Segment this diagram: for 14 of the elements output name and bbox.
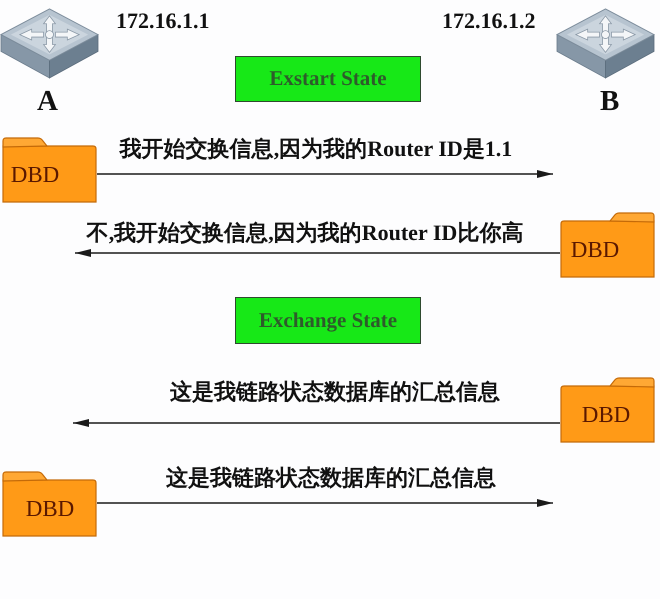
edge-label: 我开始交换信息,因为我的Router ID是1.1 xyxy=(120,136,512,162)
ip-address-label: 172.16.1.1 xyxy=(116,9,210,34)
arrow xyxy=(97,499,553,507)
edge-label: 这是我链路状态数据库的汇总信息 xyxy=(166,465,496,491)
ip-address-label: 172.16.1.2 xyxy=(442,9,536,34)
edge-label: 这是我链路状态数据库的汇总信息 xyxy=(170,379,500,405)
arrow xyxy=(97,170,553,178)
arrow xyxy=(75,249,560,257)
edge-label: 不,我开始交换信息,因为我的Router ID比你高 xyxy=(86,220,524,246)
router-name-label: B xyxy=(600,87,620,116)
arrow xyxy=(73,419,560,427)
state-box: Exchange State xyxy=(235,297,421,344)
router-name-label: A xyxy=(37,87,58,116)
state-box: Exstart State xyxy=(235,56,421,102)
